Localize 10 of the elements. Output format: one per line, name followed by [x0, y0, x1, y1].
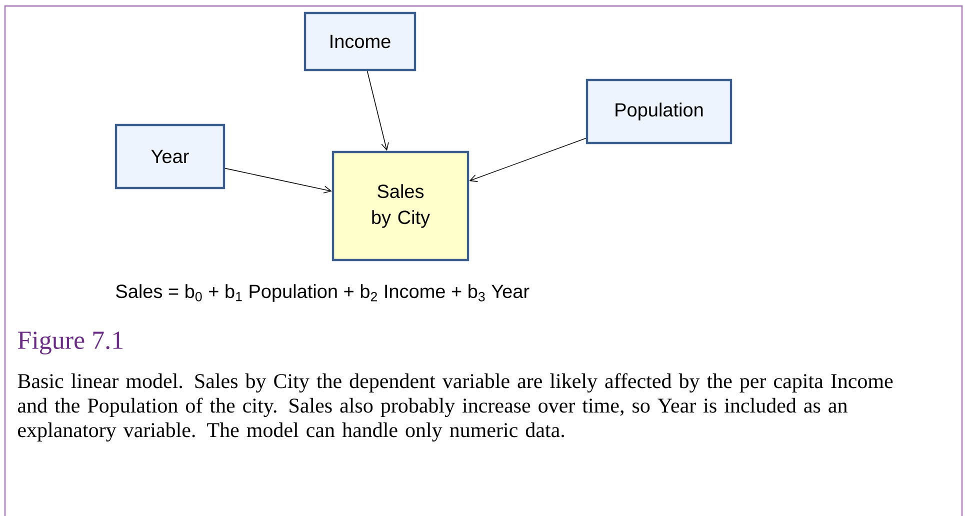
- figure-title: Figure 7.1: [18, 332, 123, 354]
- arrow: [224, 168, 332, 194]
- input-box: Year: [114, 124, 226, 190]
- arrow: [469, 138, 586, 182]
- model-equation: Sales = b$_{0}$ + b$_{1}$ Population + b$_{2}$ Income + b$_{3}$ Year: [116, 284, 530, 302]
- caption-paragraph: Basic linear model. Sales by City the dependent variable are likely affected by the per capita Income and the Population of the city. Sales also probably increase over time, so Year is included as an explanatory variable. The model can handle only numeric data.: [18, 373, 893, 442]
- output-box: Sales by City: [332, 150, 470, 262]
- input-box: Population: [586, 78, 732, 144]
- arrow: [366, 70, 389, 151]
- input-box: Income: [304, 12, 416, 72]
